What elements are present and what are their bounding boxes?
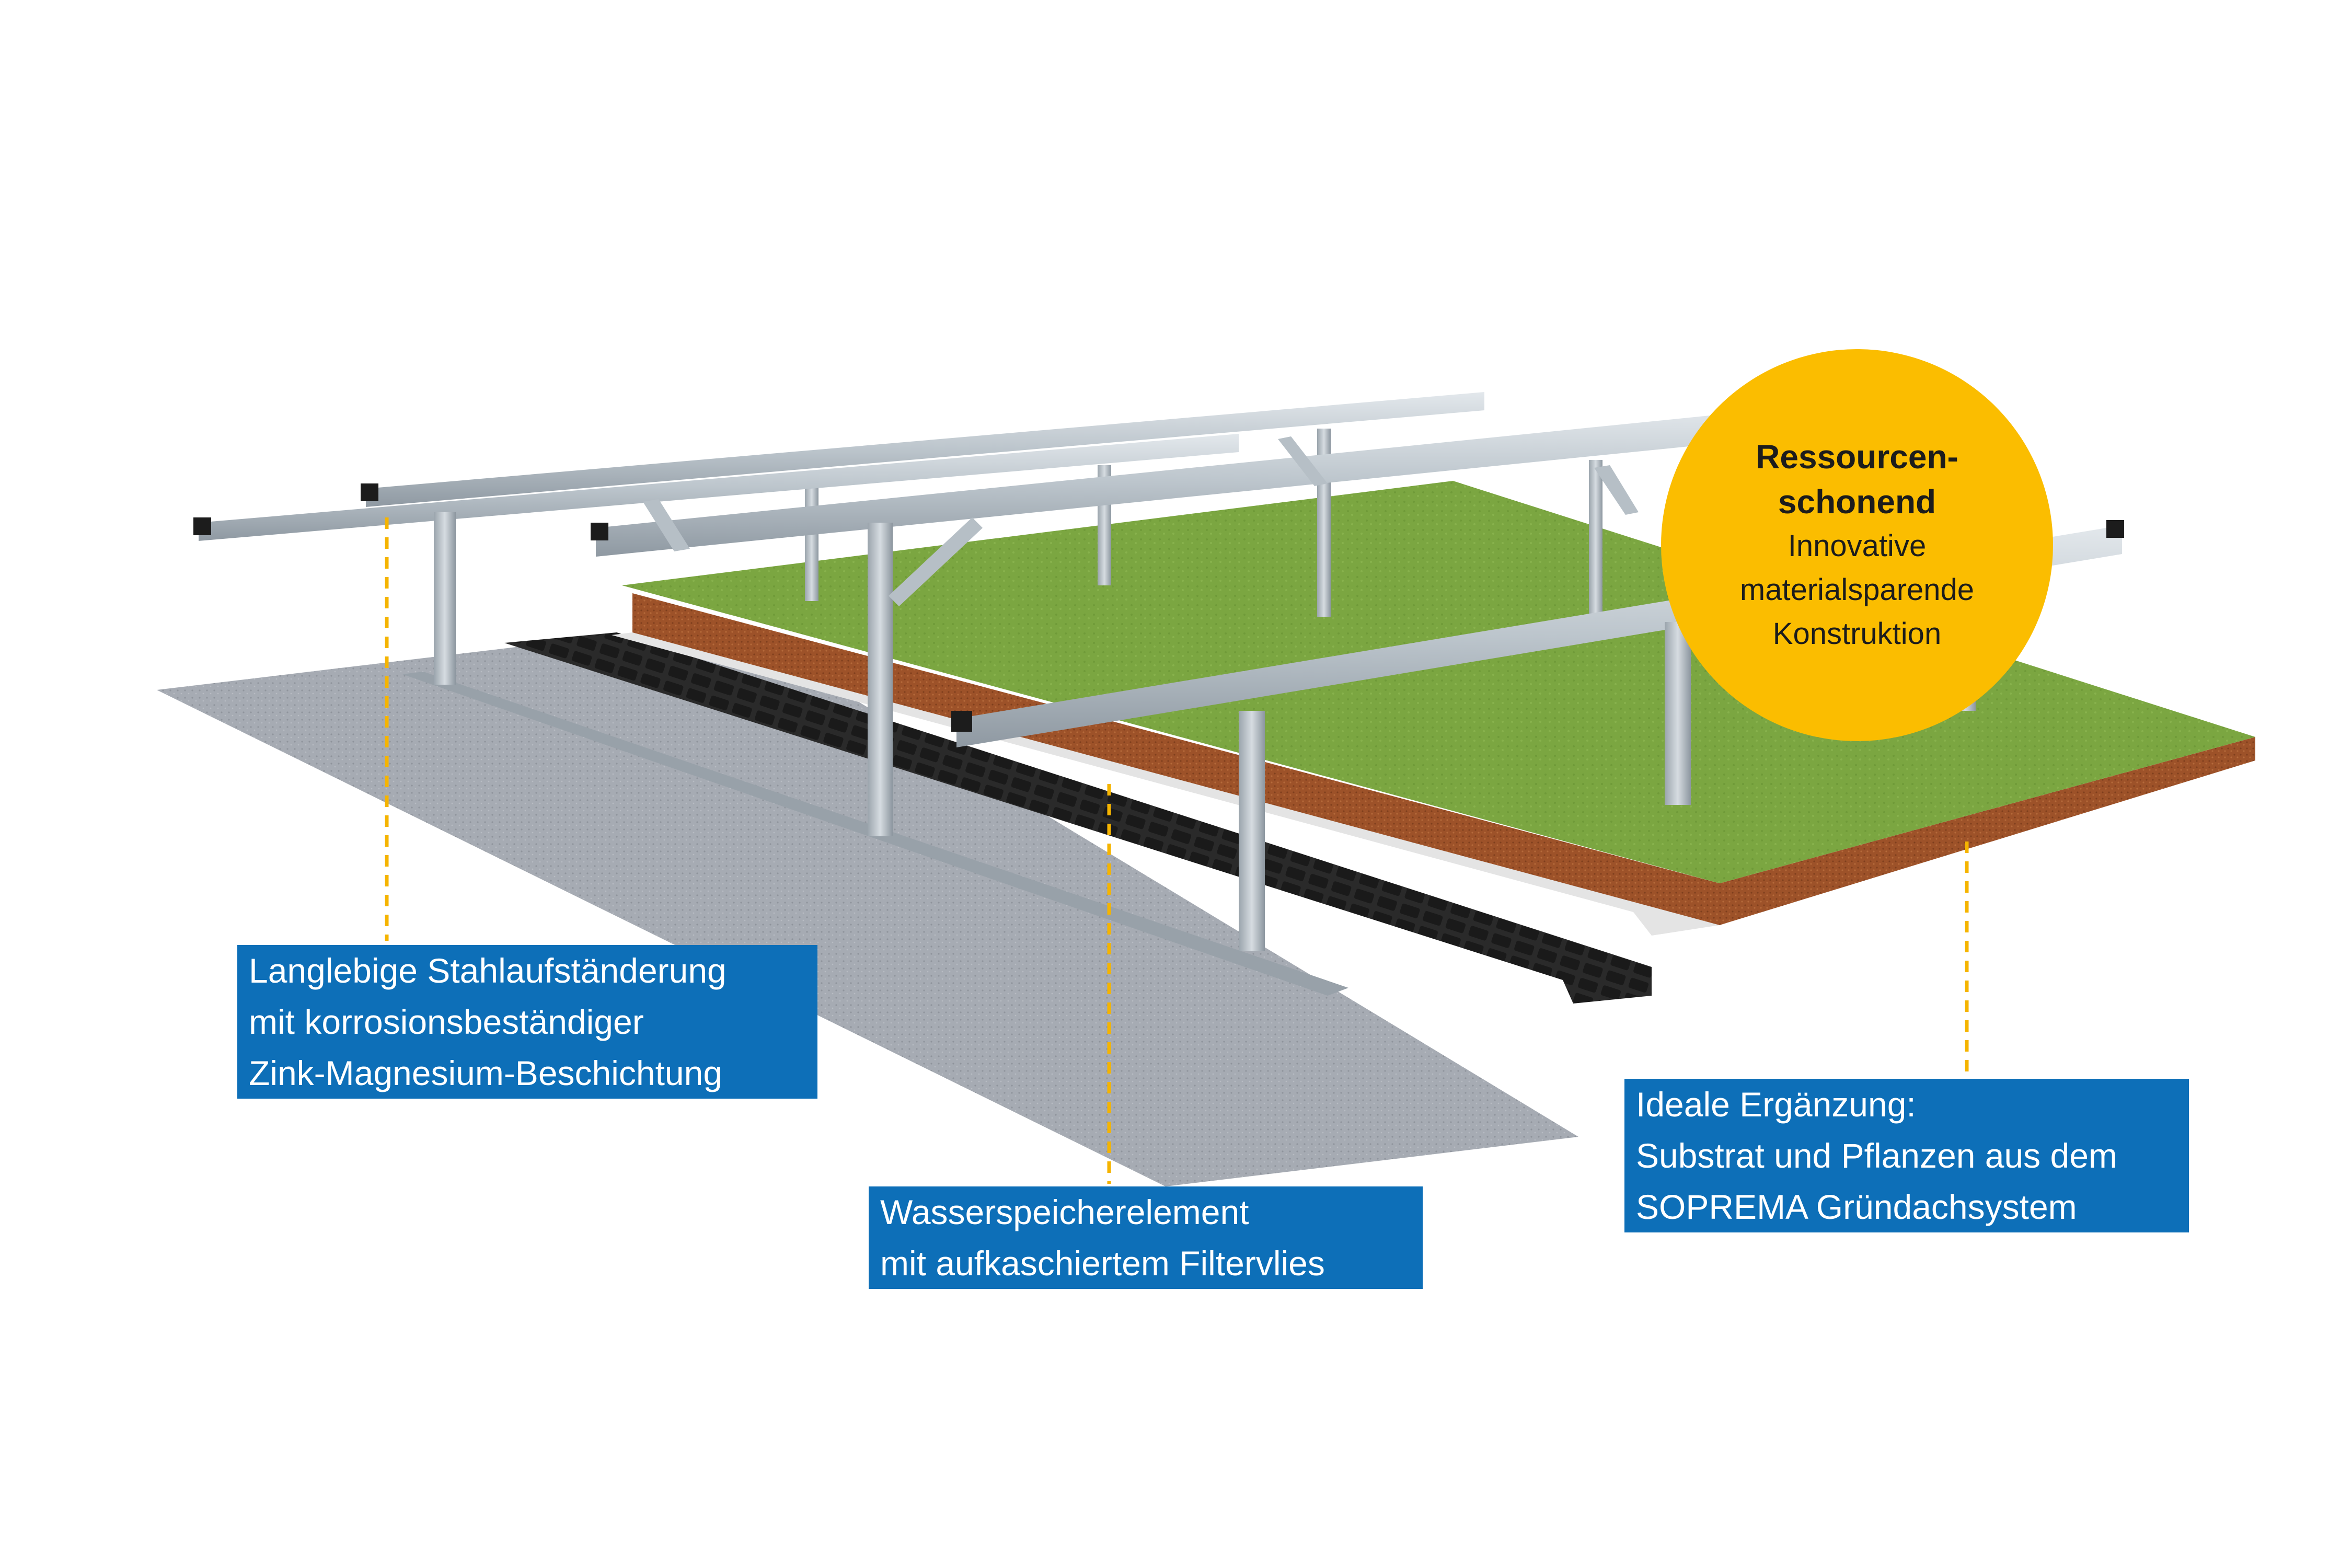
badge-title-line-2: schonend — [1778, 483, 1936, 521]
callout-green-roof-line-2: Substrat und Pflanzen aus dem — [1636, 1136, 2117, 1175]
callout-green-roof: Ideale Ergänzung: Substrat und Pflanzen … — [1624, 1079, 2189, 1232]
callout-water-storage: Wasserspeicherelement mit aufkaschiertem… — [869, 1186, 1423, 1289]
badge-text-line-3: Konstruktion — [1772, 617, 1942, 651]
substrate-right-face — [1720, 737, 2255, 925]
callout-steel-frame-line-1: Langlebige Stahlaufständerung — [249, 951, 727, 990]
callout-steel-frame-line-2: mit korrosionsbeständiger — [249, 1002, 644, 1041]
callout-steel-frame-line-3: Zink-Magnesium-Beschichtung — [249, 1054, 723, 1092]
grass-surface — [622, 481, 2255, 883]
badge-text-line-2: materialsparende — [1739, 573, 1975, 607]
leader-lines — [385, 517, 1969, 1184]
callout-green-roof-line-1: Ideale Ergänzung: — [1636, 1085, 1916, 1124]
callout-water-storage-line-2: mit aufkaschiertem Filtervlies — [880, 1244, 1325, 1283]
callout-water-storage-line-1: Wasserspeicherelement — [880, 1193, 1249, 1231]
badge-text-line-1: Innovative — [1788, 529, 1927, 563]
callout-steel-frame: Langlebige Stahlaufständerung mit korros… — [237, 945, 817, 1099]
roof-membrane — [157, 622, 1578, 1186]
water-storage-element — [504, 632, 1652, 1004]
resource-saving-badge: Ressourcen- schonend Innovative material… — [1661, 349, 2053, 741]
badge-title-line-1: Ressourcen- — [1756, 438, 1958, 476]
callout-green-roof-line-3: SOPREMA Gründachsystem — [1636, 1187, 2077, 1226]
substrate-front-face — [632, 593, 1720, 925]
